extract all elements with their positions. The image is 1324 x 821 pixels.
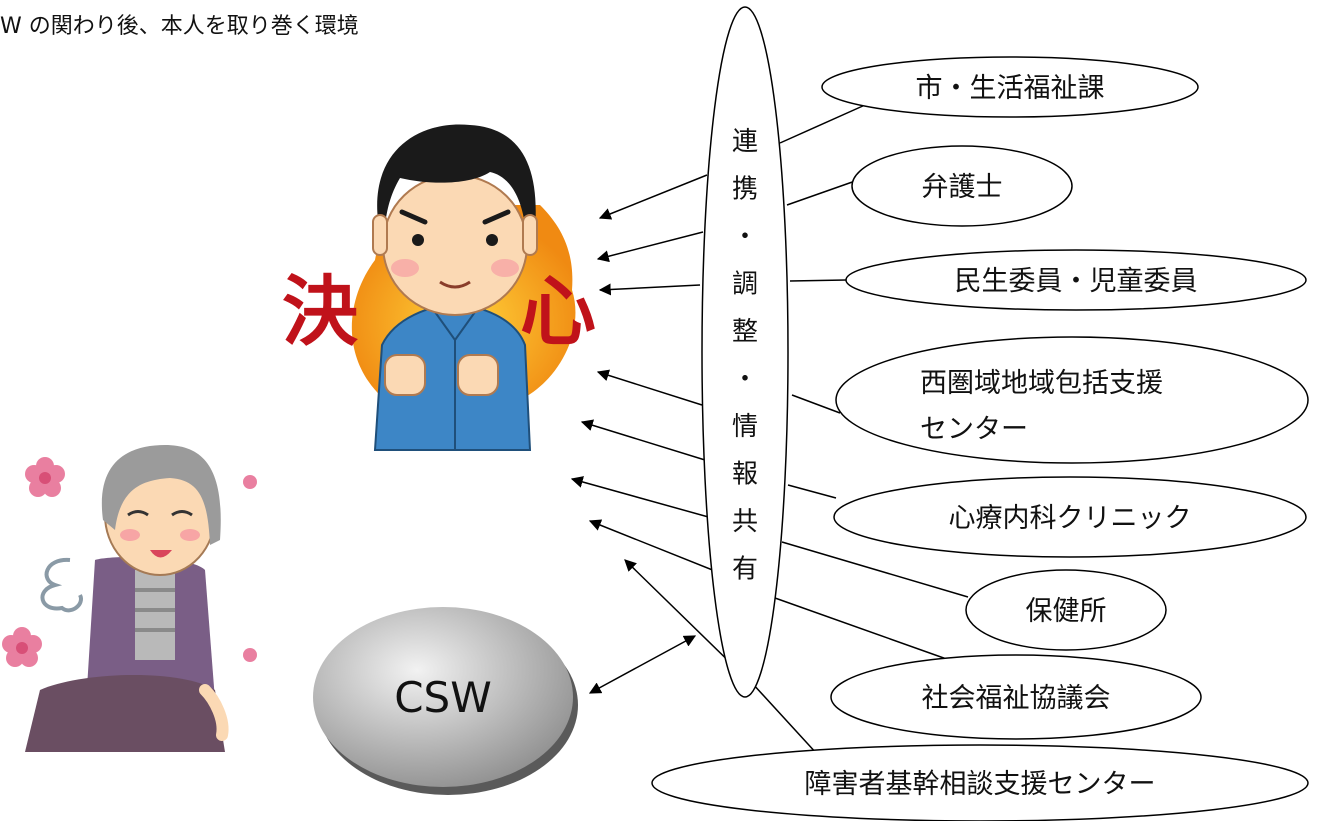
org-node-clinic: 心療内科クリニック <box>833 476 1307 558</box>
csw-node: CSW <box>313 607 578 795</box>
hub-char: 共 <box>732 507 758 537</box>
arrow-5 <box>580 419 706 461</box>
org-node-lawyer: 弁護士 <box>851 145 1073 227</box>
fists <box>384 354 499 396</box>
connector-lines <box>751 104 969 756</box>
organization-nodes: 市・生活福祉課 弁護士 民生委員・児童委員 西圏域地域包括支援 センター 心療内… <box>651 56 1309 821</box>
hub-char: 携 <box>732 175 758 205</box>
hub-char: 有 <box>732 555 758 585</box>
org-label-hokenjo: 保健所 <box>1026 596 1107 627</box>
org-label-shougaisha: 障害者基幹相談支援センター <box>805 769 1156 800</box>
connector-hokenjo <box>781 541 969 598</box>
arrow-4 <box>596 369 703 406</box>
org-label-shakyo: 社会福祉協議会 <box>922 683 1111 714</box>
woman-head <box>101 445 221 576</box>
org-label-clinic: 心療内科クリニック <box>949 503 1192 534</box>
connector-city-welfare <box>779 104 866 144</box>
hub-char: 整 <box>732 317 758 347</box>
hub-char: 連 <box>732 127 758 157</box>
org-label-city-welfare: 市・生活福祉課 <box>916 73 1105 104</box>
kanji-decision-left: 決 <box>282 267 358 356</box>
csw-ellipse <box>313 607 573 787</box>
woman-body <box>25 557 229 752</box>
org-label-minsei: 民生委員・児童委員 <box>955 266 1198 297</box>
hub-char: ・ <box>732 222 758 252</box>
org-node-shakyo: 社会福祉協議会 <box>830 654 1202 740</box>
flower-decorations <box>2 457 257 667</box>
hub-char: ・ <box>732 365 758 395</box>
csw-label: CSW <box>394 673 492 722</box>
arrow-3 <box>598 283 701 296</box>
connector-clinic <box>787 484 837 499</box>
relieved-woman-illustration <box>2 445 257 752</box>
org-node-hokenjo: 保健所 <box>965 569 1167 651</box>
org-node-chiiki-houkatsu: 西圏域地域包括支援 センター <box>835 336 1309 464</box>
hub-char: 情 <box>732 412 758 442</box>
hub-char: 報 <box>732 460 758 490</box>
determined-man-illustration: 決 心 <box>282 124 596 451</box>
org-label-chiiki-houkatsu-line2: センター <box>920 414 1028 445</box>
org-node-city-welfare: 市・生活福祉課 <box>821 56 1199 118</box>
arrow-1 <box>598 174 708 220</box>
connector-chiiki-houkatsu <box>791 394 841 414</box>
diagram-title: W の関わり後、本人を取り巻く環境 <box>0 14 359 39</box>
hub-char: 調 <box>732 270 758 300</box>
connector-minsei <box>789 279 847 282</box>
arrow-7 <box>588 519 726 576</box>
arrow-csw-bidirectional <box>588 635 697 694</box>
arrow-6 <box>570 476 713 519</box>
org-node-minsei: 民生委員・児童委員 <box>845 249 1307 311</box>
kanji-decision-right: 心 <box>520 267 596 356</box>
head <box>372 124 538 316</box>
arrow-2 <box>596 231 704 263</box>
connector-lawyer <box>786 179 859 206</box>
connector-shakyo <box>774 597 956 663</box>
hub-ellipse <box>701 6 789 698</box>
org-node-shougaisha: 障害者基幹相談支援センター <box>651 744 1309 821</box>
sigh-puff <box>40 557 83 613</box>
org-label-lawyer: 弁護士 <box>922 172 1003 203</box>
org-label-chiiki-houkatsu-line1: 西圏域地域包括支援 <box>920 368 1163 399</box>
connector-shougaisha <box>751 682 819 756</box>
